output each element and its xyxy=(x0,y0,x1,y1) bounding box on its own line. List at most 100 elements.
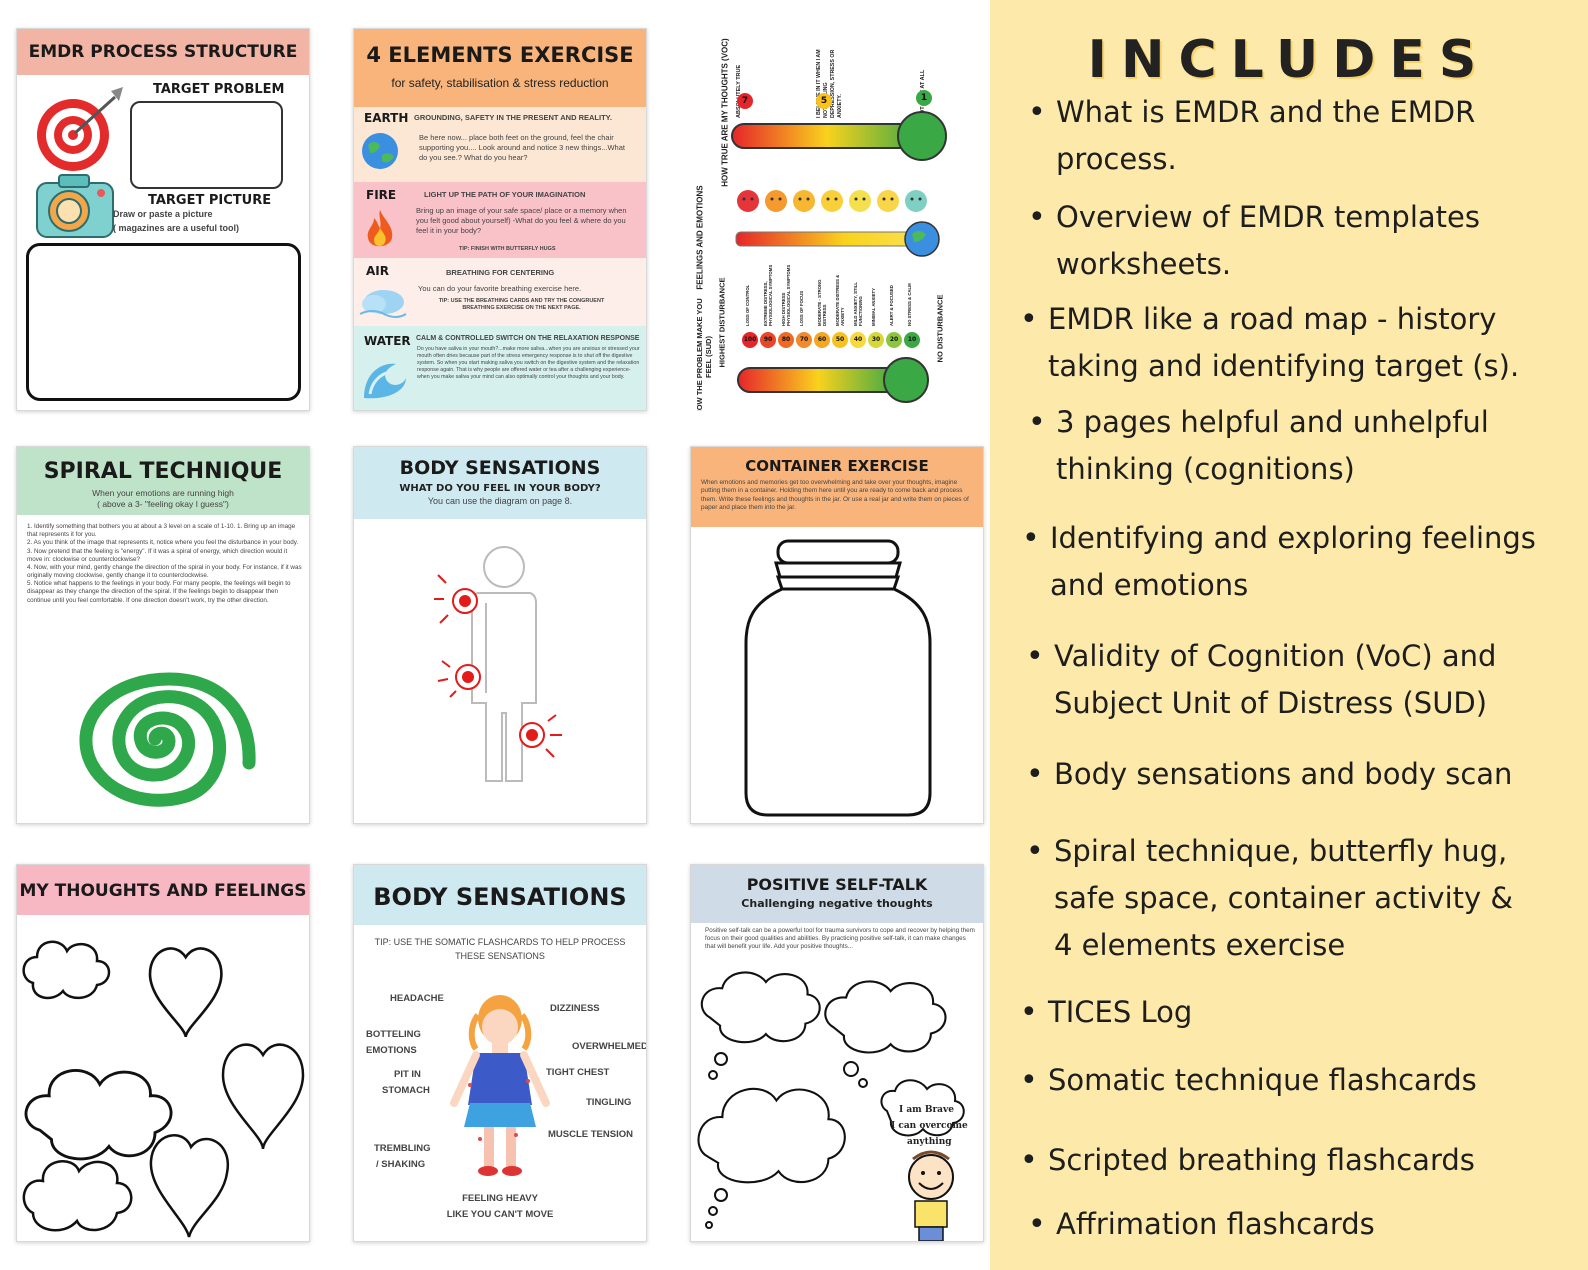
sud-number: 40 xyxy=(850,332,866,348)
element-water-row: WATER CALM & CONTROLLED SWITCH ON THE RE… xyxy=(354,326,646,410)
spiral-graphic xyxy=(79,672,256,807)
includes-title: INCLUDES xyxy=(1087,30,1491,90)
body1-header: BODY SENSATIONS WHAT DO YOU FEEL IN YOUR… xyxy=(354,447,646,519)
emdr-process-header: EMDR PROCESS STRUCTURE xyxy=(17,29,309,75)
body-outline-diagram xyxy=(434,546,562,782)
sud-number: 70 xyxy=(796,332,812,348)
water-wave-icon xyxy=(364,363,406,399)
target-picture-instr2: ( magazines are a useful tool) xyxy=(113,223,240,233)
cloud-shape-1 xyxy=(22,940,111,1000)
voc-thermometer xyxy=(731,111,947,161)
selftalk-title: POSITIVE SELF-TALK xyxy=(746,875,928,894)
selftalk-header: POSITIVE SELF-TALK Challenging negative … xyxy=(691,865,983,923)
sud-description: MINIMAL ANXIETY xyxy=(871,288,876,326)
positive-self-talk-page: POSITIVE SELF-TALK Challenging negative … xyxy=(690,864,984,1242)
includes-item: Overview of EMDR templates worksheets. xyxy=(1024,194,1480,288)
emoji-faces-row xyxy=(737,190,927,212)
target-problem-box[interactable] xyxy=(130,101,283,189)
sud-description: ALERT & FOCUSED xyxy=(889,285,894,326)
water-head: CALM & CONTROLLED SWITCH ON THE RELAXATI… xyxy=(416,335,640,342)
body-sensations-page-1: BODY SENSATIONS WHAT DO YOU FEEL IN YOUR… xyxy=(353,446,647,824)
label-tingling: TINGLING xyxy=(586,1097,632,1108)
self-talk-bubble-line3: anything xyxy=(907,1137,952,1147)
includes-item: Body sensations and body scan xyxy=(1022,751,1512,798)
earth-head: GROUNDING, SAFETY IN THE PRESENT AND REA… xyxy=(414,113,612,122)
cloud-shape-2 xyxy=(24,1069,173,1161)
target-problem-label: TARGET PROBLEM xyxy=(153,82,285,97)
label-overwhelmed: OVERWHELMED xyxy=(572,1041,647,1052)
label-muscle-tension: MUSCLE TENSION xyxy=(548,1129,633,1140)
sud-description: MILD ANXIETY, STILL FUNCTIONING xyxy=(853,282,863,326)
thoughts-header: MY THOUGHTS AND FEELINGS xyxy=(17,865,309,915)
earth-body: Be here now... place both feet on the gr… xyxy=(419,133,625,162)
heart-shape-2 xyxy=(221,1043,305,1150)
sud-description: NO STRESS & CALM xyxy=(907,283,912,326)
voc-num-7: 7 xyxy=(737,93,753,109)
sud-low-label: NO DISTURBANCE xyxy=(935,294,945,363)
element-air-row: AIR BREATHING FOR CENTERING You can do y… xyxy=(354,258,646,326)
body2-header: BODY SENSATIONS xyxy=(354,865,646,925)
four-elements-subtitle: for safety, stabilisation & stress reduc… xyxy=(391,76,609,90)
spiral-sub2: ( above a 3- "feeling okay I guess") xyxy=(97,499,229,510)
fire-name: FIRE xyxy=(366,188,397,202)
label-shaking: / SHAKING xyxy=(376,1159,426,1170)
sud-number: 20 xyxy=(886,332,902,348)
body1-sub: WHAT DO YOU FEEL IN YOUR BODY? xyxy=(399,483,601,494)
air-cloud-icon xyxy=(359,290,407,318)
girl-illustration xyxy=(450,995,550,1176)
earth-icon xyxy=(362,133,398,169)
body-sensations-page-2: BODY SENSATIONS TIP: USE THE SOMATIC FLA… xyxy=(353,864,647,1242)
includes-panel: INCLUDES What is EMDR and the EMDR proce… xyxy=(990,0,1588,1270)
sud-number: 80 xyxy=(778,332,794,348)
sud-thermometer xyxy=(737,357,929,403)
sud-number: 100 xyxy=(742,332,758,348)
smiley-boy xyxy=(908,1150,954,1241)
sud-number: 90 xyxy=(760,332,776,348)
sud-description: LOSS OF CONTROL xyxy=(745,284,750,326)
spiral-header: SPIRAL TECHNIQUE When your emotions are … xyxy=(17,447,309,515)
includes-item: Identifying and exploring feelings and e… xyxy=(1018,515,1536,609)
sud-description: HIGH DISTRESS PHYSIOLOGICAL SYMPTOMS xyxy=(781,264,791,326)
self-talk-bubble-line1: I am Brave xyxy=(899,1105,954,1115)
includes-item: Affrimation flashcards xyxy=(1024,1201,1375,1248)
target-picture-label: TARGET PICTURE xyxy=(148,193,272,208)
label-trembling: TREMBLING xyxy=(374,1143,431,1154)
includes-item: Validity of Cognition (VoC) and Subject … xyxy=(1022,633,1496,727)
air-name: AIR xyxy=(366,264,389,278)
water-name: WATER xyxy=(364,334,411,348)
container-page: CONTAINER EXERCISE When emotions and mem… xyxy=(690,446,984,824)
label-heavy2: LIKE YOU CAN'T MOVE xyxy=(446,1209,554,1220)
element-fire-row: FIRE LIGHT UP THE PATH OF YOUR IMAGINATI… xyxy=(354,182,646,258)
sud-description: MODERATE DISTRESS & ANXIETY xyxy=(835,274,845,326)
heart-shape-1 xyxy=(148,947,223,1038)
target-picture-instr1: Draw or paste a picture xyxy=(113,209,213,219)
air-tip: TIP: USE THE BREATHING CARDS AND TRY THE… xyxy=(438,298,605,312)
air-body: You can do your favorite breathing exerc… xyxy=(418,284,582,293)
selftalk-sub: Challenging negative thoughts xyxy=(741,897,933,910)
label-stomach: STOMACH xyxy=(382,1085,430,1096)
thoughts-shapes xyxy=(22,940,305,1238)
sud-description: EXTREME DISTRESS, PHYSIOLOGICAL SYMPTOMS xyxy=(763,264,773,326)
sud-number: 30 xyxy=(868,332,884,348)
target-picture-box[interactable] xyxy=(26,243,301,401)
sud-description: LOSS OF FOCUS xyxy=(799,290,804,326)
label-heavy1: FEELING HEAVY xyxy=(462,1193,538,1204)
selftalk-body: Positive self-talk can be a powerful too… xyxy=(705,927,975,951)
self-talk-cloud-2 xyxy=(824,980,947,1054)
includes-item: Spiral technique, butterfly hug, safe sp… xyxy=(1022,828,1513,969)
fire-head: LIGHT UP THE PATH OF YOUR IMAGINATION xyxy=(424,190,586,199)
includes-item: 3 pages helpful and unhelpful thinking (… xyxy=(1024,399,1489,493)
spiral-title: SPIRAL TECHNIQUE xyxy=(43,459,283,484)
voc-num-5: 5 xyxy=(816,93,832,109)
water-body: Do you have saliva in your mouth?...make… xyxy=(417,346,640,380)
self-talk-bubble-line2: I can overcome xyxy=(891,1121,968,1131)
sud-description: MODERATE - STRONG DISTRESS xyxy=(817,279,827,326)
spiral-instructions: 1. Identify something that bothers you a… xyxy=(27,523,302,604)
fire-tip: TIP: FINISH WITH BUTTERFLY HUGS xyxy=(459,246,556,252)
body1-sub2: You can use the diagram on page 8. xyxy=(427,496,573,506)
thoughts-title: MY THOUGHTS AND FEELINGS xyxy=(19,881,307,901)
voc-num-1: 1 xyxy=(916,90,932,106)
sud-label: HOW THE PROBLEM MAKE YOU FEEL (SUD) xyxy=(695,298,713,411)
sud-descriptions-row: LOSS OF CONTROL EXTREME DISTRESS, PHYSIOL… xyxy=(742,264,922,328)
